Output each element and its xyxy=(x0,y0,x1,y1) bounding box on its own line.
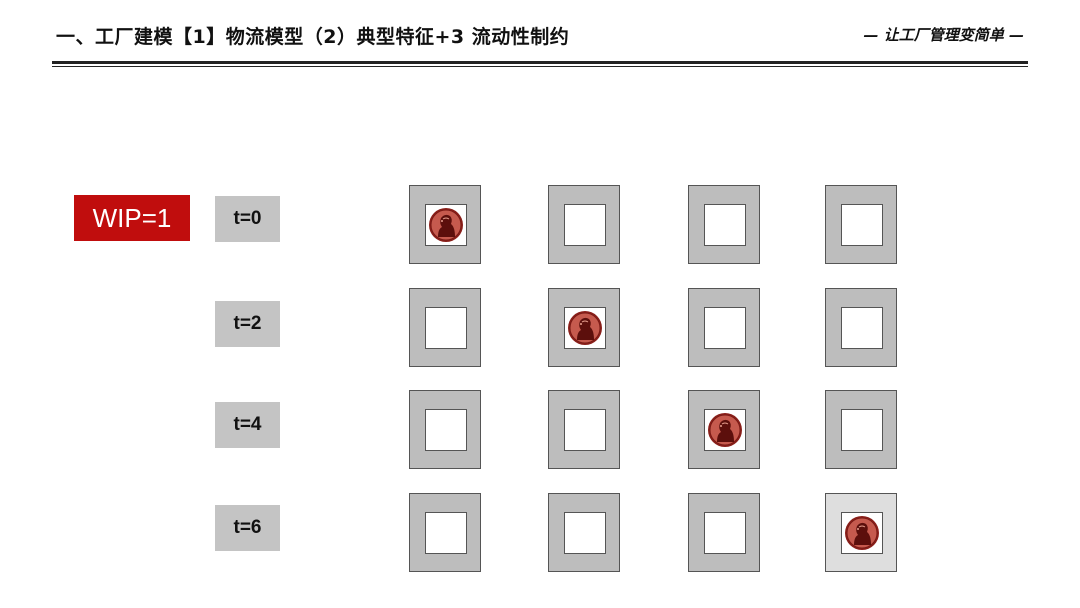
station-box xyxy=(409,288,481,367)
time-label: t=4 xyxy=(215,402,280,448)
page-slogan: — 让工厂管理变简单 — xyxy=(863,26,1024,44)
page-title: 一、工厂建模【1】物流模型（2）典型特征+3 流动性制约 xyxy=(56,26,570,48)
station-box xyxy=(688,390,760,469)
station-box xyxy=(688,288,760,367)
penny-icon xyxy=(429,208,463,242)
wip-badge: WIP=1 xyxy=(74,195,190,241)
station-box xyxy=(688,185,760,264)
buffer-slot xyxy=(425,512,467,554)
station-box xyxy=(548,390,620,469)
buffer-slot xyxy=(841,512,883,554)
station-box xyxy=(825,390,897,469)
station-box xyxy=(548,493,620,572)
station-box xyxy=(409,493,481,572)
buffer-slot xyxy=(841,204,883,246)
station-box xyxy=(548,288,620,367)
penny-icon xyxy=(708,413,742,447)
buffer-slot xyxy=(425,409,467,451)
header-divider-thin xyxy=(52,66,1028,67)
buffer-slot xyxy=(564,512,606,554)
time-label: t=0 xyxy=(215,196,280,242)
buffer-slot xyxy=(425,307,467,349)
penny-icon xyxy=(568,311,602,345)
buffer-slot xyxy=(564,409,606,451)
buffer-slot xyxy=(425,204,467,246)
buffer-slot xyxy=(564,307,606,349)
time-label: t=2 xyxy=(215,301,280,347)
buffer-slot xyxy=(841,307,883,349)
penny-icon xyxy=(845,516,879,550)
buffer-slot xyxy=(704,409,746,451)
station-box xyxy=(688,493,760,572)
buffer-slot xyxy=(704,307,746,349)
buffer-slot xyxy=(841,409,883,451)
time-label: t=6 xyxy=(215,505,280,551)
buffer-slot xyxy=(704,204,746,246)
station-box xyxy=(825,185,897,264)
header-divider-thick xyxy=(52,61,1028,64)
station-box xyxy=(548,185,620,264)
station-box xyxy=(409,185,481,264)
buffer-slot xyxy=(564,204,606,246)
station-box xyxy=(825,493,897,572)
station-box xyxy=(825,288,897,367)
buffer-slot xyxy=(704,512,746,554)
station-box xyxy=(409,390,481,469)
